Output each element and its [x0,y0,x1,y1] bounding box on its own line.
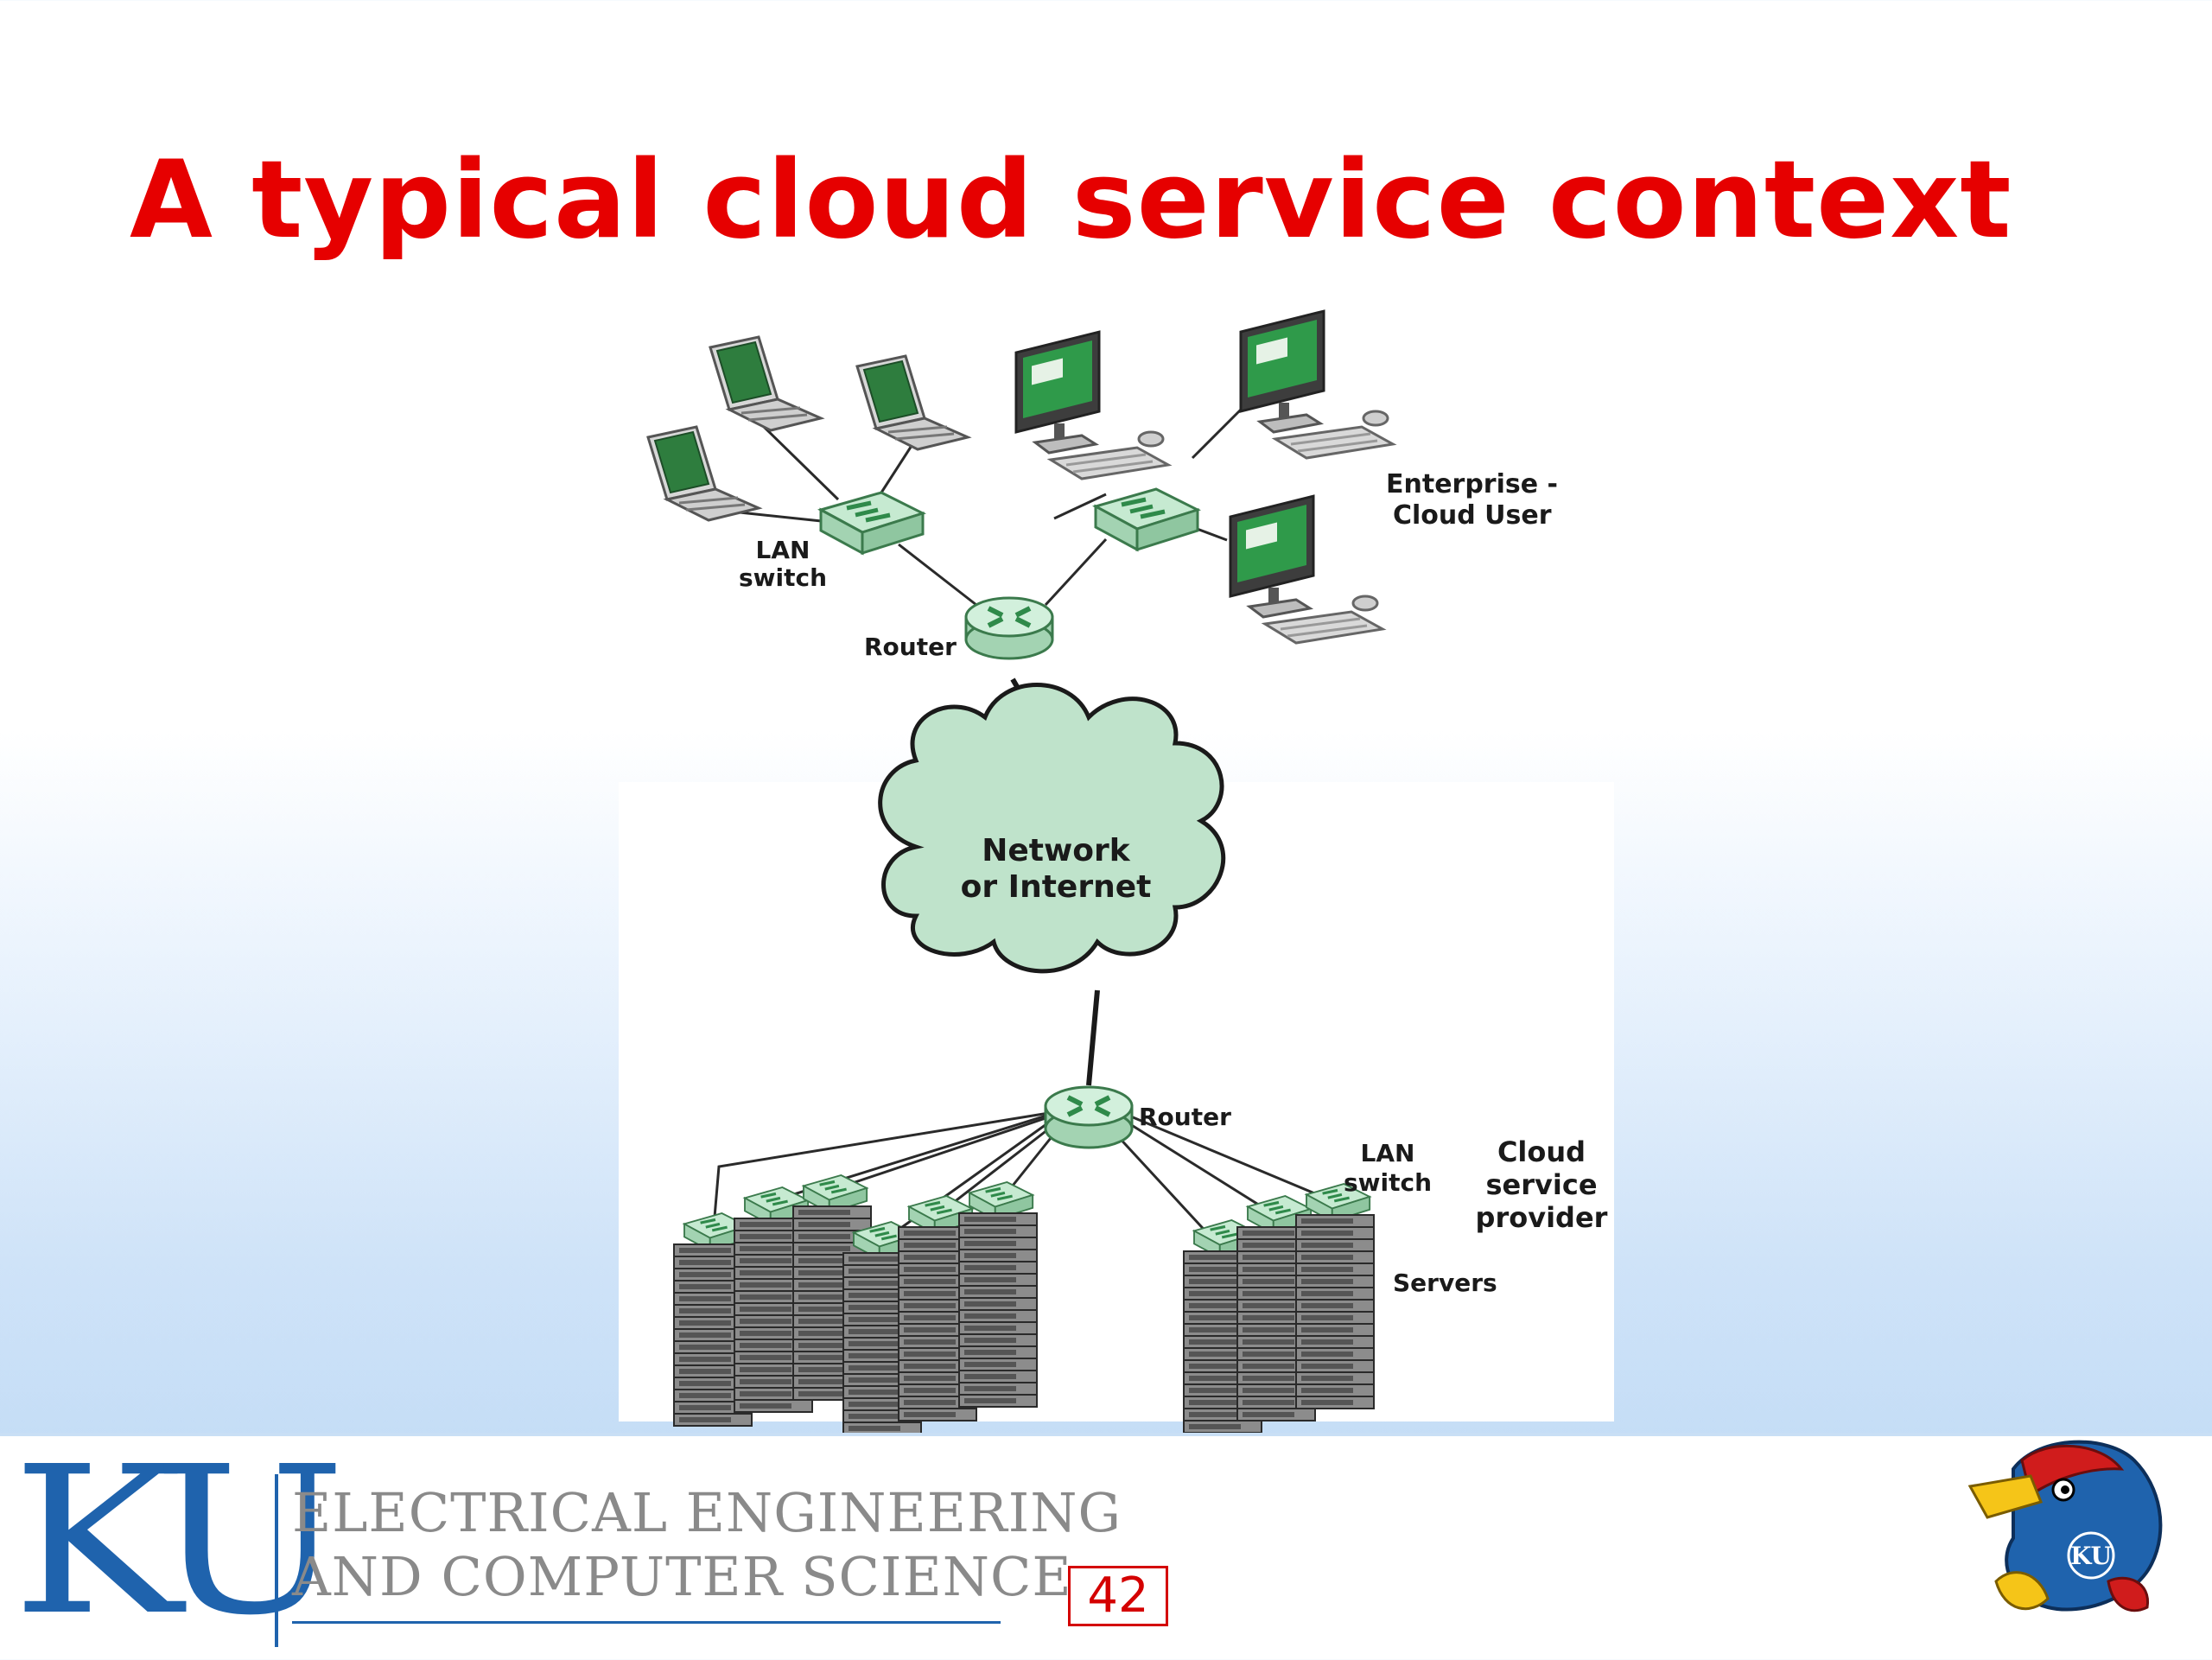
server-unit [958,1224,1038,1238]
server-unit [958,1394,1038,1408]
server-unit [958,1297,1038,1311]
laptop-icon [709,335,823,432]
department-underline [292,1621,1001,1624]
logo-divider [275,1474,278,1647]
server-unit [898,1408,977,1421]
server-unit [734,1399,813,1413]
lan-switch-label-line2: switch [739,563,827,592]
servers-label: Servers [1393,1269,1497,1297]
desktop-computer-icon [1014,330,1170,480]
lan-switch-bottom-label-line2: switch [1344,1168,1432,1197]
server-unit [1295,1323,1375,1337]
server-unit [1295,1275,1375,1288]
server-unit [1295,1226,1375,1240]
internet-cloud-icon [878,683,1226,974]
laptop-icon [855,354,969,451]
server-unit [958,1370,1038,1383]
enterprise-label-line1: Enterprise - [1386,469,1558,499]
server-unit [958,1212,1038,1226]
router-label-bottom: Router [1139,1103,1231,1131]
provider-label-line1: Cloud [1497,1135,1586,1168]
server-unit [1295,1250,1375,1264]
lan-switch-icon [1096,489,1198,550]
router-label-top: Router [864,633,957,661]
server-unit [1295,1311,1375,1325]
server-unit [958,1273,1038,1287]
department-line-1: ELECTRICAL ENGINEERING [292,1481,1122,1544]
server-unit [1295,1396,1375,1409]
server-unit [1295,1359,1375,1373]
server-unit [792,1218,872,1231]
server-unit [958,1249,1038,1262]
server-unit [1295,1371,1375,1385]
lan-switch-icon [821,493,923,553]
provider-label-line2: service [1485,1168,1597,1201]
server-unit [1295,1262,1375,1276]
laptop-icon [646,425,760,522]
enterprise-label-line2: Cloud User [1393,500,1552,531]
slide-title: A typical cloud service context [130,138,2012,263]
ku-logo: KU [12,1422,346,1660]
cloud-label-line1: Network [982,833,1130,868]
router-icon [966,598,1052,658]
svg-text:KU: KU [2070,1542,2112,1570]
server-unit [1295,1287,1375,1301]
server-racks [673,1173,1375,1435]
page-number: 42 [1068,1566,1168,1626]
server-unit [958,1345,1038,1359]
server-unit [1295,1299,1375,1313]
server-unit [1295,1335,1375,1349]
server-unit [958,1285,1038,1299]
desktop-computer-icon [1229,494,1384,645]
server-unit [958,1333,1038,1347]
server-unit [673,1413,753,1427]
server-unit [1236,1408,1316,1421]
cloud-label-line2: or Internet [961,869,1152,905]
server-unit [1183,1420,1262,1434]
server-unit [958,1382,1038,1396]
server-unit [1295,1383,1375,1397]
lan-switch-bottom-label-line1: LAN [1361,1139,1415,1167]
server-unit [958,1358,1038,1371]
server-unit [792,1205,872,1219]
server-unit [1295,1238,1375,1252]
department-line-2: AND COMPUTER SCIENCE [292,1545,1072,1608]
server-unit [1295,1214,1375,1228]
jayhawk-mascot-icon: KU [1967,1440,2163,1612]
server-unit [958,1309,1038,1323]
lan-switch-label-line1: LAN [756,536,810,564]
router-icon [1046,1087,1132,1148]
server-unit [958,1261,1038,1275]
footer-rule [0,1433,2212,1436]
provider-label-line3: provider [1476,1201,1608,1234]
desktop-computer-icon [1239,309,1395,460]
server-unit [1295,1347,1375,1361]
server-unit [958,1237,1038,1250]
server-unit [958,1321,1038,1335]
